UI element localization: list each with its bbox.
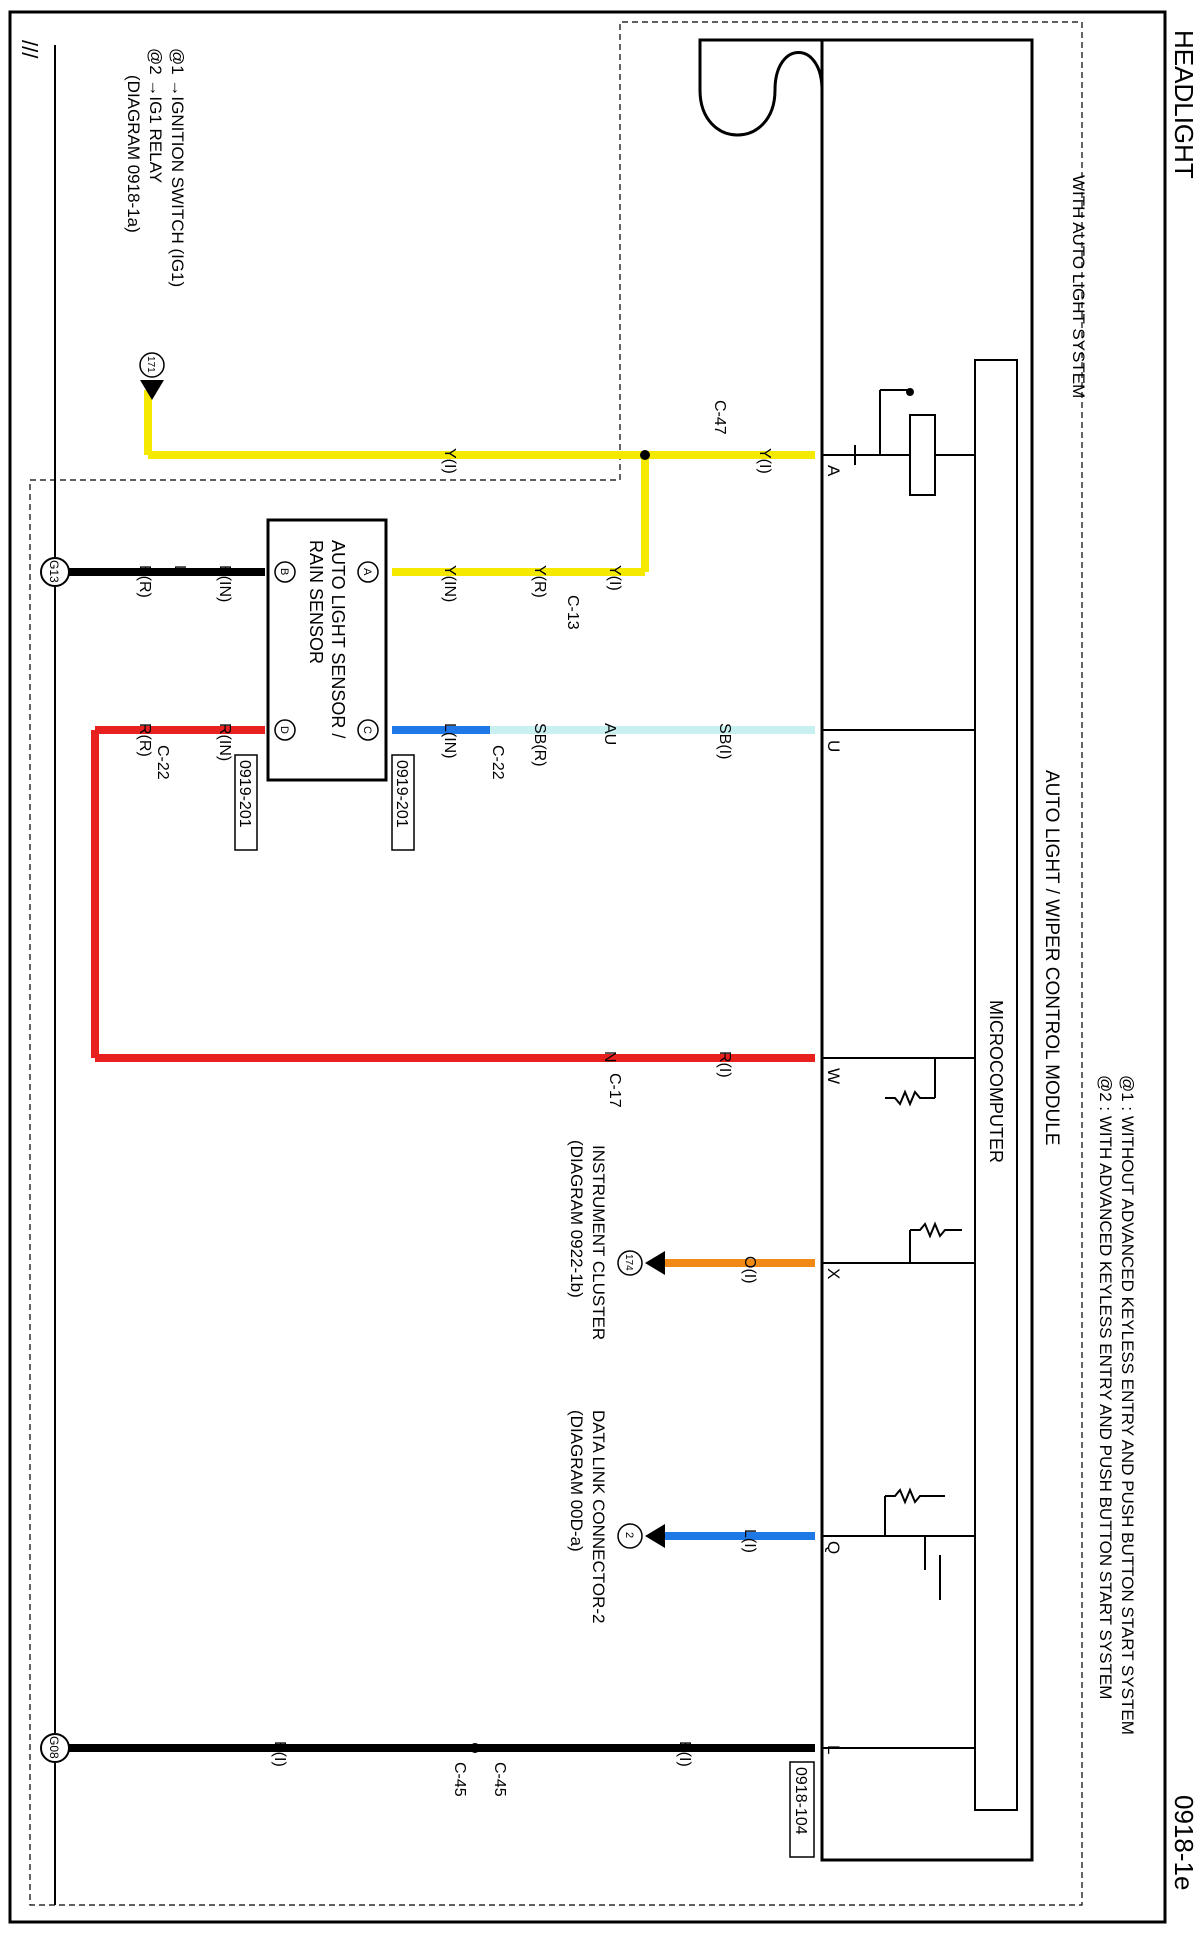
ground-g08 [40, 1733, 70, 1763]
connector-c22b: C-22 [154, 745, 171, 780]
sensor-ref-1: 0919-201 [393, 760, 410, 828]
wire-label-b1: B(IN) [216, 565, 233, 602]
wire-label-l2: B(I) [271, 1741, 288, 1767]
power-ref-circle [139, 352, 165, 378]
wire-label-l1: B(I) [676, 1741, 693, 1767]
connector-c13: C-13 [564, 595, 581, 630]
sensor-pin-c: C [361, 726, 373, 734]
sensor-ref-2: 0919-201 [236, 760, 253, 828]
sensor-box [266, 518, 388, 782]
note-line-1: @1 : WITHOUT ADVANCED KEYLESS ENTRY AND … [1118, 1075, 1137, 1735]
pin-w: W [824, 1068, 843, 1084]
wire-label-b2: L [171, 565, 188, 574]
wire-label-u1: SB(I) [716, 723, 733, 759]
connector-c45a: C-45 [491, 1762, 508, 1797]
pin-x: X [824, 1268, 843, 1279]
module-name: AUTO LIGHT / WIPER CONTROL MODULE [1041, 770, 1062, 1145]
wire-label-s-a3: Y(IN) [441, 565, 458, 602]
wire-label-u2: AU [601, 723, 618, 745]
wire-label-w1: R(I) [716, 1051, 733, 1078]
region-auto-light-label: WITH AUTO LIGHT SYSTEM [1069, 175, 1088, 398]
pin-u: U [824, 740, 843, 752]
sensor-pin-d: D [278, 726, 290, 734]
wire-label-a-top: Y(I) [756, 448, 773, 474]
module-notch [822, 40, 1000, 150]
sensor-name-2: RAIN SENSOR [306, 540, 326, 664]
ground-symbol: /// [17, 40, 42, 59]
power-line-2: @2 →IG1 RELAY [146, 48, 165, 183]
ref-0918-104: 0918-104 [792, 1767, 809, 1835]
module-outline [698, 38, 824, 1860]
microcomputer-label: MICROCOMPUTER [986, 1000, 1006, 1163]
connector-c47: C-47 [711, 400, 728, 435]
sensor-pin-b: B [278, 568, 290, 575]
dlc-ref: 2 [623, 1532, 635, 1538]
pin-q: Q [824, 1541, 843, 1554]
pin-a: A [824, 465, 843, 477]
dlc-line-1: DATA LINK CONNECTOR-2 [589, 1410, 608, 1623]
power-line-1: @1 →IGNITION SWITCH (IG1) [168, 48, 187, 287]
power-line-3: (DIAGRAM 0918-1a) [124, 75, 143, 233]
wire-label-u4: L(IN) [441, 723, 458, 759]
note-line-2: @2 : WITH ADVANCED KEYLESS ENTRY AND PUS… [1096, 1075, 1115, 1699]
wire-label-s-a2: Y(R) [531, 565, 548, 598]
wire-label-b3: B(R) [136, 565, 153, 598]
wire-label-d1: R(IN) [216, 723, 233, 761]
page-title: HEADLIGHT [1169, 30, 1199, 179]
microcomputer-box [974, 359, 1018, 1811]
connector-c45b: C-45 [451, 1762, 468, 1797]
connector-c17: C-17 [606, 1073, 623, 1108]
wire-label-x1: O(I) [741, 1256, 758, 1284]
cluster-ref: 174 [623, 1254, 634, 1271]
ground-g13-label: G13 [47, 560, 61, 583]
sensor-name-1: AUTO LIGHT SENSOR / [328, 540, 348, 738]
connector-c22a: C-22 [489, 745, 506, 780]
wire-label-u3: SB(R) [531, 723, 548, 767]
power-ref: 171 [145, 356, 156, 373]
sensor-pin-a: A [361, 568, 373, 576]
ground-g13 [40, 557, 70, 587]
cluster-line-1: INSTRUMENT CLUSTER [589, 1145, 608, 1340]
page-frame [8, 10, 1167, 1924]
wire-label-q1: L(I) [741, 1529, 758, 1553]
page-number: 0918-1e [1169, 1795, 1199, 1890]
wire-label-a-left: Y(I) [441, 448, 458, 474]
wire-label-s-a1: Y(I) [606, 565, 623, 591]
cluster-line-2: (DIAGRAM 0922-1b) [567, 1140, 586, 1298]
pin-l: L [824, 1745, 843, 1754]
ground-g08-label: G08 [47, 1736, 61, 1759]
cluster-ref-circle [617, 1250, 643, 1276]
module-internals [822, 388, 975, 1749]
wire-label-w2: N [601, 1051, 618, 1063]
dlc-line-2: (DIAGRAM 00D-a) [567, 1410, 586, 1552]
dlc-ref-circle [617, 1523, 643, 1549]
wire-label-d2: R(R) [136, 723, 153, 757]
wires [55, 390, 815, 1752]
region-auto-light [29, 21, 1083, 1906]
